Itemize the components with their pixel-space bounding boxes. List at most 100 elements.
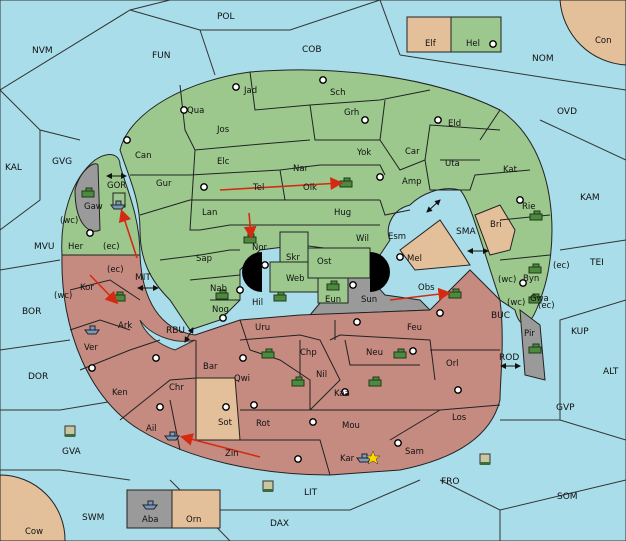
fleet-unit[interactable] [356,453,372,463]
label-sch: Sch [330,88,345,98]
fleet-unit[interactable] [84,325,100,335]
label-gor: GOR [107,181,126,191]
army-unit[interactable] [529,210,543,221]
impassable-cap-right [370,252,390,292]
label-her: Her [68,242,84,252]
border-line [499,479,626,511]
label-rie: Rie [522,202,536,212]
label-bri: Bri [490,220,502,230]
label-dor: DOR [28,372,48,382]
border-line [0,399,121,411]
order-arrow [389,287,452,301]
label-nar: Nar [293,164,309,174]
border-line [0,259,61,271]
army-unit[interactable] [528,343,542,354]
label-mou: Mou [342,421,360,431]
label-jad: Jad [243,86,257,96]
army-unit[interactable] [291,376,305,387]
label-aba: Aba [142,515,158,525]
border-line [559,239,626,251]
label-sam: Sam [405,447,424,457]
province-cow[interactable] [0,474,66,541]
label-eun: Eun [325,295,341,305]
label-kar: Kar [340,454,355,464]
label-gvg: GVG [52,157,72,167]
label-web: Web [286,274,305,284]
province-sot[interactable] [195,377,241,441]
label-ark: Ark [118,321,132,331]
supply-centers [86,40,527,463]
passage-arrow [184,327,194,343]
army-unit[interactable] [326,280,340,291]
label-orl: Orl [446,359,459,369]
label-lan: Lan [202,208,217,218]
label-gaw: Gaw [84,202,103,212]
coast-label-ec: (ec) [107,265,124,275]
fleet-unit[interactable] [164,431,180,441]
label-hil: Hil [252,298,263,308]
label-kor: Kor [80,283,94,293]
label-ovd: OVD [557,107,577,117]
army-unit[interactable] [261,348,275,359]
order-arrow [179,433,261,458]
label-fun: FUN [152,51,171,61]
label-amp: Amp [402,177,422,187]
province-con[interactable] [559,0,626,66]
border-line [0,339,71,351]
label-gur: Gur [156,179,172,189]
coast-label-wc: (wc) [498,275,516,285]
label-hug: Hug [334,208,351,218]
border-line [199,29,216,76]
province-skr[interactable] [279,231,309,263]
coast-label-wc: (wc) [507,298,525,308]
army-unit[interactable] [273,291,287,302]
sea-unit-marker[interactable] [262,480,274,492]
label-nom: NOM [532,54,554,64]
label-mel: Mel [407,254,422,264]
label-ken: Ken [112,388,128,398]
label-eld: Eld [448,119,461,129]
label-rot: Rot [256,419,271,429]
label-qwi: Qwi [234,374,250,384]
order-arrow [243,212,257,240]
label-hel: Hel [466,39,480,49]
label-grh: Grh [344,108,359,118]
label-fro: FRO [441,477,460,487]
border-line [379,0,401,56]
label-gwa: Gwa [530,294,549,304]
label-buc: BUC [491,311,510,321]
label-uta: Uta [445,159,460,169]
label-tel: Tel [252,183,264,193]
label-feu: Feu [407,323,422,333]
label-olk: Olk [303,183,317,193]
label-wil: Wil [356,234,369,244]
sea-unit-marker[interactable] [479,453,491,465]
red-province-borders [69,279,501,476]
province-orn[interactable] [171,489,221,529]
label-swm: SWM [82,513,104,523]
army-unit[interactable] [528,263,542,274]
label-byn: Byn [523,274,539,284]
border-line [129,0,381,31]
fleet-unit[interactable] [142,500,158,510]
label-kam: KAM [580,193,600,203]
label-nog: Nog [212,305,229,315]
border-line [559,299,626,420]
army-unit[interactable] [393,348,407,359]
label-mit: MIT [135,273,151,283]
label-nor: Nor [252,243,268,253]
sea-unit-marker[interactable] [64,425,76,437]
coast-label-wc: (wc) [60,216,78,226]
label-kup: KUP [571,327,589,337]
army-unit[interactable] [528,293,542,304]
label-esm: Esm [388,232,406,242]
army-unit[interactable] [368,376,382,387]
label-jos: Jos [216,125,230,135]
province-ost[interactable] [307,247,371,279]
border-line [539,119,626,161]
label-yok: Yok [356,148,371,158]
province-mel[interactable] [399,219,471,271]
army-unit[interactable] [215,289,229,300]
army-unit[interactable] [81,187,95,198]
